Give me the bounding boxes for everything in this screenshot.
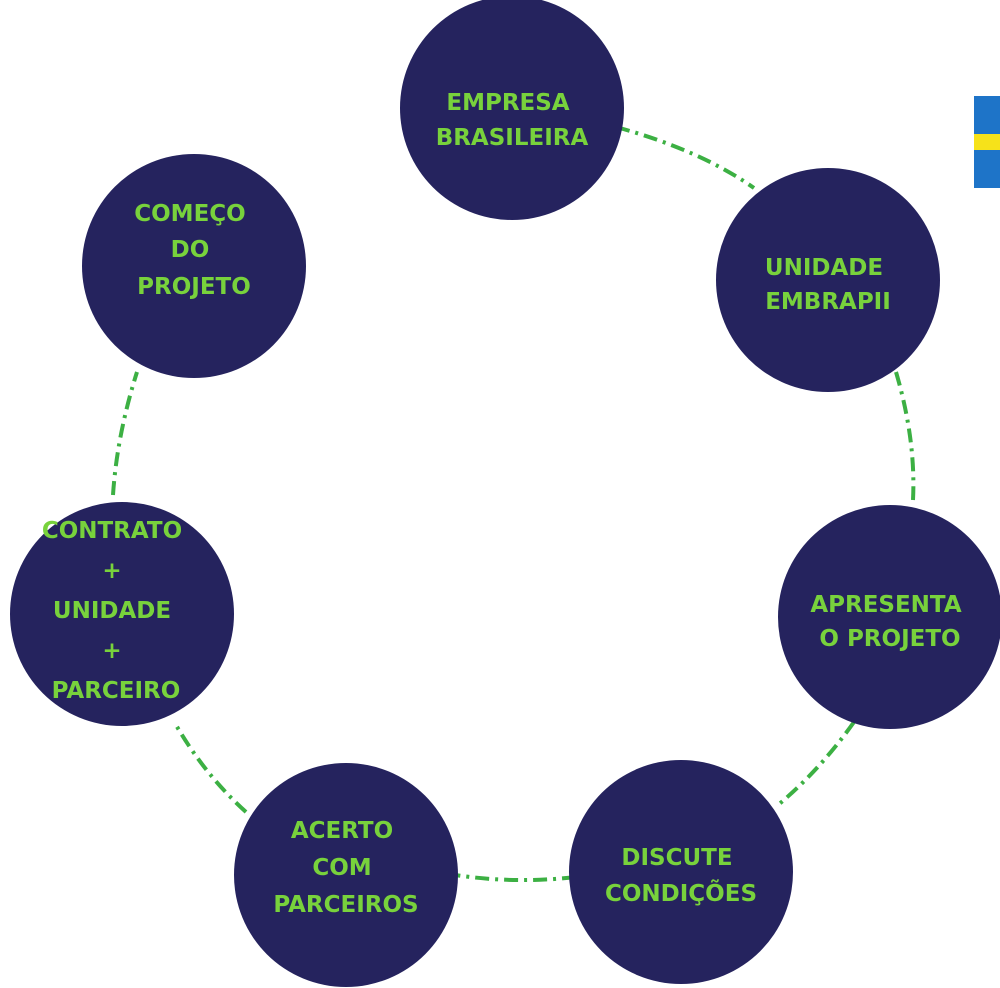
connector-acerto-to-contrato bbox=[174, 723, 248, 814]
node-label-line: PARCEIROS bbox=[273, 892, 418, 918]
node-label-line: UNIDADE bbox=[765, 255, 883, 281]
node-label-line: COMEÇO bbox=[134, 201, 245, 227]
node-circle-contrato-unidade-parceiro bbox=[10, 502, 234, 726]
node-label-line: + bbox=[102, 638, 121, 664]
node-circle-comeco-do-projeto bbox=[82, 154, 306, 378]
node-label-line: APRESENTA bbox=[810, 592, 962, 618]
node-label-line: PROJETO bbox=[137, 274, 251, 300]
node-label-discute-condicoes: DISCUTE CONDIÇÕES bbox=[605, 845, 757, 907]
node-circle-empresa-brasileira bbox=[400, 0, 624, 220]
flag-yellow-stripe bbox=[974, 134, 1000, 150]
node-label-line: PARCEIRO bbox=[52, 678, 181, 704]
node-circle-acerto-com-parceiros bbox=[234, 763, 458, 987]
node-label-line: CONTRATO bbox=[42, 518, 182, 544]
node-label-line: EMPRESA bbox=[446, 90, 569, 116]
node-circle-discute-condicoes bbox=[569, 760, 793, 984]
connector-empresa-to-unidade bbox=[615, 125, 756, 190]
node-circle-apresenta-o-projeto bbox=[778, 505, 1000, 729]
node-label-line: COM bbox=[312, 855, 371, 881]
node-label-line: ACERTO bbox=[291, 818, 393, 844]
connector-discute-to-acerto bbox=[454, 873, 577, 883]
node-label-line: UNIDADE bbox=[53, 598, 171, 624]
flag-fragment-icon bbox=[974, 96, 1000, 188]
connector-unidade-to-apresenta bbox=[894, 371, 916, 501]
node-label-line: + bbox=[102, 558, 121, 584]
node-label-line: DO bbox=[171, 237, 210, 263]
node-label-line: BRASILEIRA bbox=[436, 125, 589, 151]
connector-apresenta-to-discute bbox=[776, 720, 856, 807]
node-label-contrato-unidade-parceiro: CONTRATO + UNIDADE + PARCEIRO bbox=[42, 518, 190, 704]
node-label-apresenta-o-projeto: APRESENTA O PROJETO bbox=[810, 592, 969, 652]
node-label-line: DISCUTE bbox=[621, 845, 732, 871]
node-label-acerto-com-parceiros: ACERTO COM PARCEIROS bbox=[273, 818, 418, 918]
node-label-comeco-do-projeto: COMEÇO DO PROJETO bbox=[134, 201, 253, 300]
node-label-line: O PROJETO bbox=[819, 626, 960, 652]
connector-contrato-to-comeco bbox=[111, 371, 139, 496]
node-label-line: EMBRAPII bbox=[765, 289, 891, 315]
node-label-line: CONDIÇÕES bbox=[605, 879, 757, 907]
node-circle-unidade-embrapii bbox=[716, 168, 940, 392]
node-label-empresa-brasileira: EMPRESA BRASILEIRA bbox=[436, 90, 589, 151]
node-label-unidade-embrapii: UNIDADE EMBRAPII bbox=[765, 255, 891, 315]
